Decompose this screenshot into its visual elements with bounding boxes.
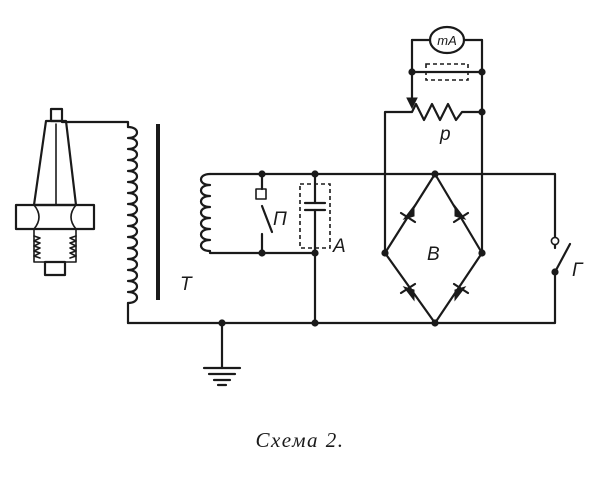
- label-switch: Г: [572, 260, 584, 281]
- transformer: [126, 124, 212, 305]
- interrupter: [255, 172, 274, 255]
- label-bridge: B: [427, 244, 440, 265]
- primary-bottom-wire: [208, 249, 317, 255]
- ground-symbol: [202, 321, 242, 387]
- spark-plug: [14, 107, 96, 277]
- milliammeter: [410, 25, 484, 176]
- primary-top-wire: [208, 172, 557, 250]
- switch: [550, 236, 572, 274]
- resistor: [383, 70, 484, 176]
- rectifier-bridge: [383, 172, 484, 325]
- label-meter: mA: [437, 33, 457, 48]
- label-resistor: p: [439, 124, 451, 145]
- figure-caption: Схема 2.: [255, 428, 345, 452]
- ground-bus: [126, 270, 557, 325]
- label-capacitor: A: [332, 236, 346, 257]
- junction-dots: [218, 68, 559, 327]
- hv-lead: [60, 120, 130, 129]
- label-transformer: T: [180, 274, 193, 295]
- label-interrupter: П: [273, 209, 287, 230]
- capacitor: [299, 172, 331, 325]
